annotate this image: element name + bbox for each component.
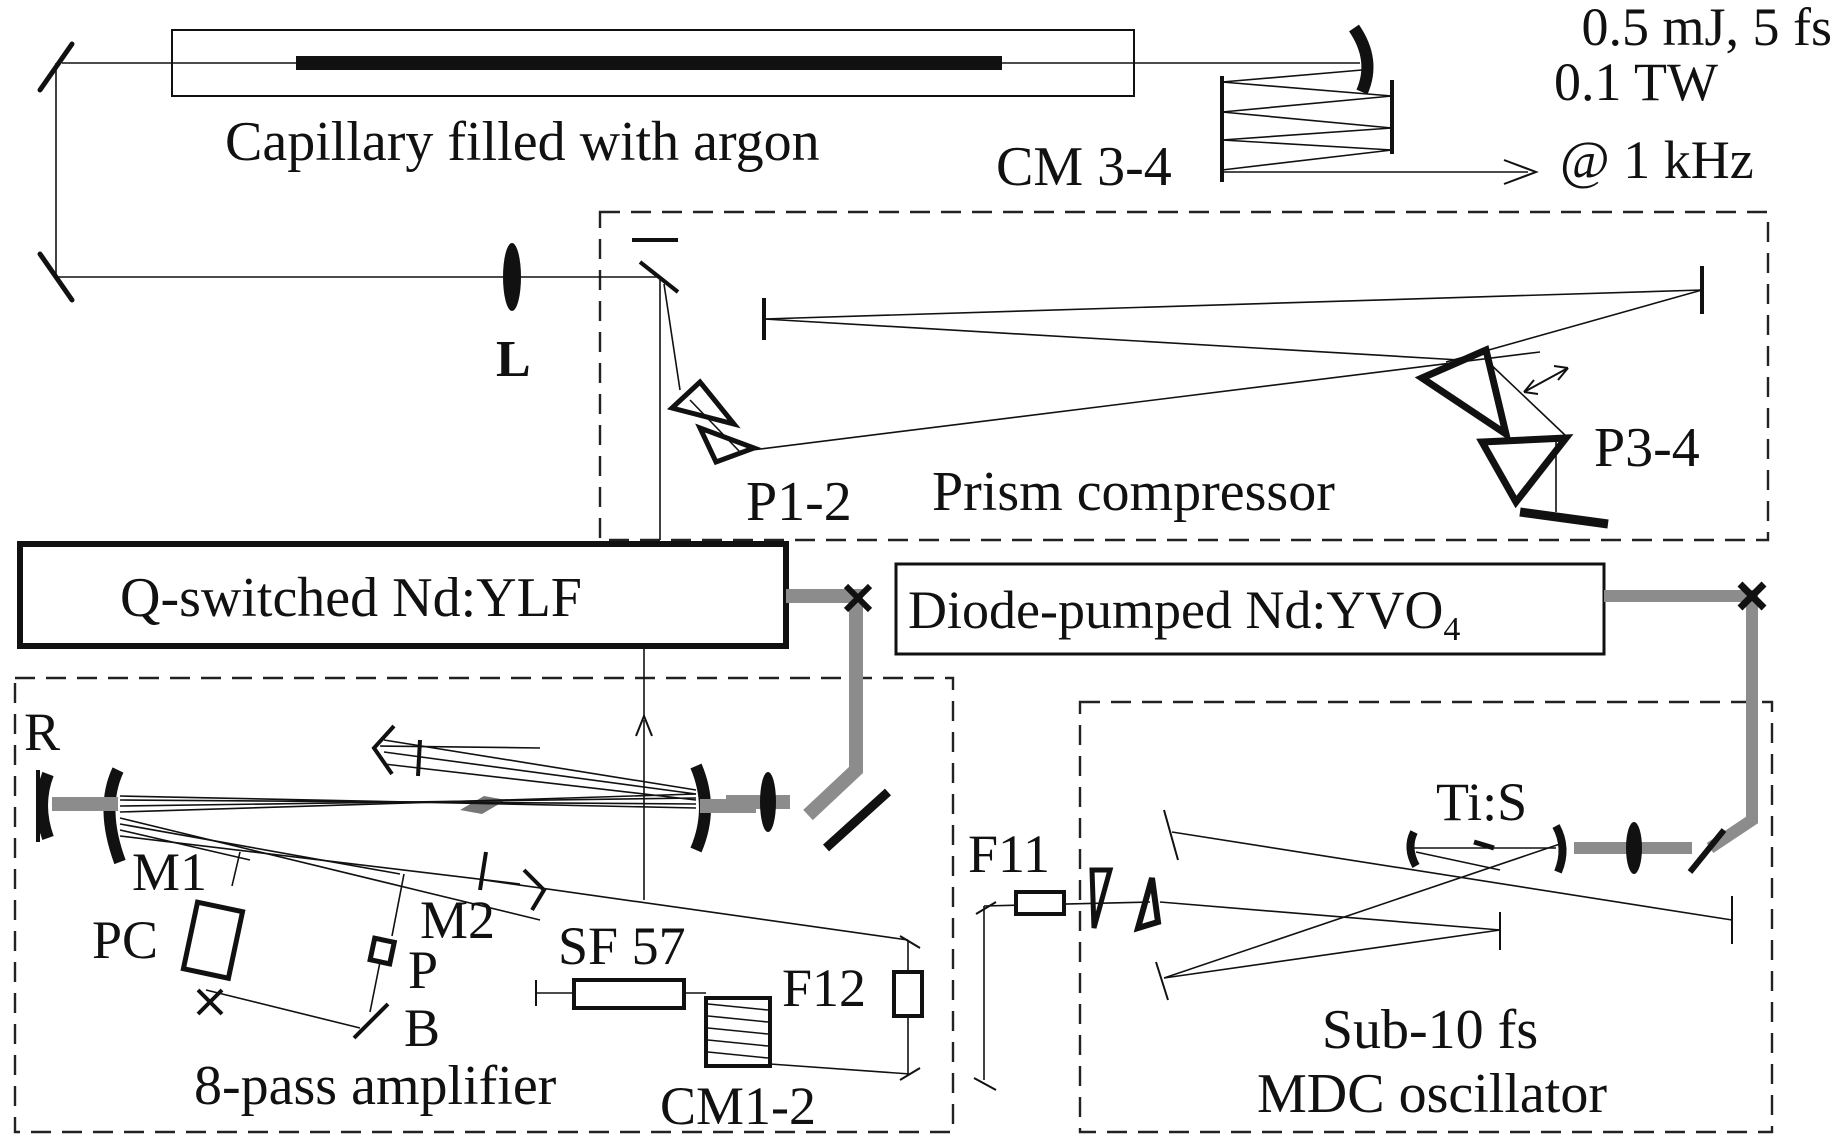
beam-to-p12 — [663, 283, 681, 391]
prism-p2 — [695, 423, 762, 466]
p-label: P — [408, 940, 438, 1000]
osc-mirror-bottom-left — [1155, 961, 1169, 1001]
cm34-label: CM 3-4 — [996, 136, 1172, 198]
pc-cross-mark-icon — [196, 988, 224, 1016]
lens-label: L — [496, 331, 531, 388]
cm12-label: CM1-2 — [660, 1076, 816, 1135]
capillary-exit-mirror — [1348, 24, 1374, 95]
yvo4-beam-marker-icon — [1737, 581, 1767, 611]
amp-return-mirror-lower — [522, 868, 547, 912]
nd-ylf-label: Q-switched Nd:YLF — [120, 567, 582, 629]
prism-p4 — [1476, 434, 1574, 509]
m1-label: M1 — [132, 842, 207, 902]
oscillator-box — [1078, 700, 1774, 1134]
b-label: B — [404, 998, 440, 1058]
amp-to-f12-beam — [483, 879, 909, 941]
p12-label: P1-2 — [746, 471, 852, 533]
f11-beam — [983, 901, 1151, 907]
nd-ylf-pump-beam — [786, 589, 863, 821]
oscillator-label-line1: Sub-10 fs — [1322, 999, 1538, 1061]
f12-label: F12 — [782, 958, 866, 1018]
m2-label: M2 — [420, 890, 495, 950]
output-arrowhead — [1503, 159, 1539, 185]
nd-yvo4-pump-beam — [1604, 590, 1758, 853]
capillary-label: Capillary filled with argon — [225, 111, 820, 173]
amp-crystal — [460, 796, 506, 814]
amplifier-label: 8-pass amplifier — [194, 1055, 557, 1117]
sf57-label: SF 57 — [558, 916, 686, 976]
m1-leader — [231, 851, 241, 887]
compressor-beam-cross — [763, 318, 1461, 361]
cm12-out-beam — [769, 1063, 911, 1075]
p12-inner-beam — [689, 399, 741, 453]
f11-top-mirror — [975, 901, 997, 915]
osc-beams — [1159, 831, 1733, 979]
osc-pump-steering-mirror — [1687, 828, 1727, 874]
amp-curved-mirror-left — [103, 767, 126, 865]
compressor-pickoff-mirror — [638, 260, 680, 294]
amp-multipass-beams — [119, 739, 697, 921]
f11-label: F11 — [968, 824, 1050, 884]
p-leader — [391, 873, 405, 937]
prism-p3 — [1414, 345, 1512, 442]
osc-mirror-top-left — [1163, 809, 1179, 861]
polarizer-p — [367, 935, 398, 967]
b-beam — [369, 961, 381, 1013]
osc-prism-1 — [1089, 867, 1114, 929]
nd-yvo4-box — [894, 562, 1606, 656]
chirped-mirrors-cm12 — [704, 996, 772, 1068]
pc-label: PC — [92, 910, 158, 970]
amp-lower-pass-mark — [478, 851, 488, 891]
output-energy: 0.5 mJ, 5 fs — [1581, 0, 1832, 57]
f12-bottom-mirror — [899, 1067, 921, 1081]
amp-return-mirror-upper — [371, 724, 396, 776]
prism-p1 — [666, 378, 741, 429]
beam-p12-to-p34 — [751, 351, 1541, 451]
tis-label: Ti:S — [1436, 772, 1527, 832]
cm12-bounces — [707, 1003, 769, 1059]
isolator-f11 — [1014, 890, 1066, 916]
pc-beam — [205, 989, 361, 1029]
ylf-beam-marker-icon — [843, 583, 873, 613]
prism-compressor-label: Prism compressor — [932, 461, 1335, 523]
p34-arrowhead-a — [1523, 379, 1539, 395]
nd-yvo4-label: Diode-pumped Nd:YVO4 — [908, 580, 1460, 648]
nd-yvo4-subscript: 4 — [1443, 611, 1460, 648]
osc-pump-lens — [1626, 822, 1642, 874]
prism-compressor-box — [598, 210, 1770, 542]
f12-top-mirror — [899, 935, 921, 949]
output-power: 0.1 TW — [1554, 52, 1718, 112]
osc-curved-mirror-right — [1552, 824, 1567, 874]
output-reprate: @ 1 kHz — [1560, 130, 1754, 190]
amp-pump-steering-mirror — [822, 788, 892, 852]
f11-bottom-mirror — [973, 1077, 997, 1091]
p34-inner-beam — [1485, 359, 1567, 437]
p34-end-mirror — [1519, 507, 1609, 529]
oscillator-label-line2: MDC oscillator — [1257, 1063, 1607, 1125]
nd-ylf-box — [17, 541, 789, 649]
r-label: R — [24, 702, 60, 762]
chirped-mirror-bounces — [1221, 69, 1393, 171]
sf57-block — [572, 978, 686, 1010]
amp-upper-passes-mark — [416, 739, 422, 777]
pockels-cell — [180, 899, 246, 982]
amp-mirror-r — [36, 771, 54, 841]
amp-pump-lens — [760, 772, 776, 832]
isolator-f12 — [892, 970, 924, 1018]
p34-arrowhead-b — [1553, 365, 1569, 381]
beam-splitter-b — [352, 1002, 390, 1040]
tis-crystal — [1473, 839, 1495, 851]
osc-prism-2 — [1133, 877, 1162, 933]
lens-l — [503, 243, 521, 311]
p34-translation-arrow — [1523, 367, 1569, 393]
p34-label: P3-4 — [1594, 417, 1700, 479]
osc-curved-mirror-left — [1406, 830, 1420, 868]
compressor-beam-upper — [763, 289, 1703, 320]
amplifier-box — [13, 676, 955, 1134]
